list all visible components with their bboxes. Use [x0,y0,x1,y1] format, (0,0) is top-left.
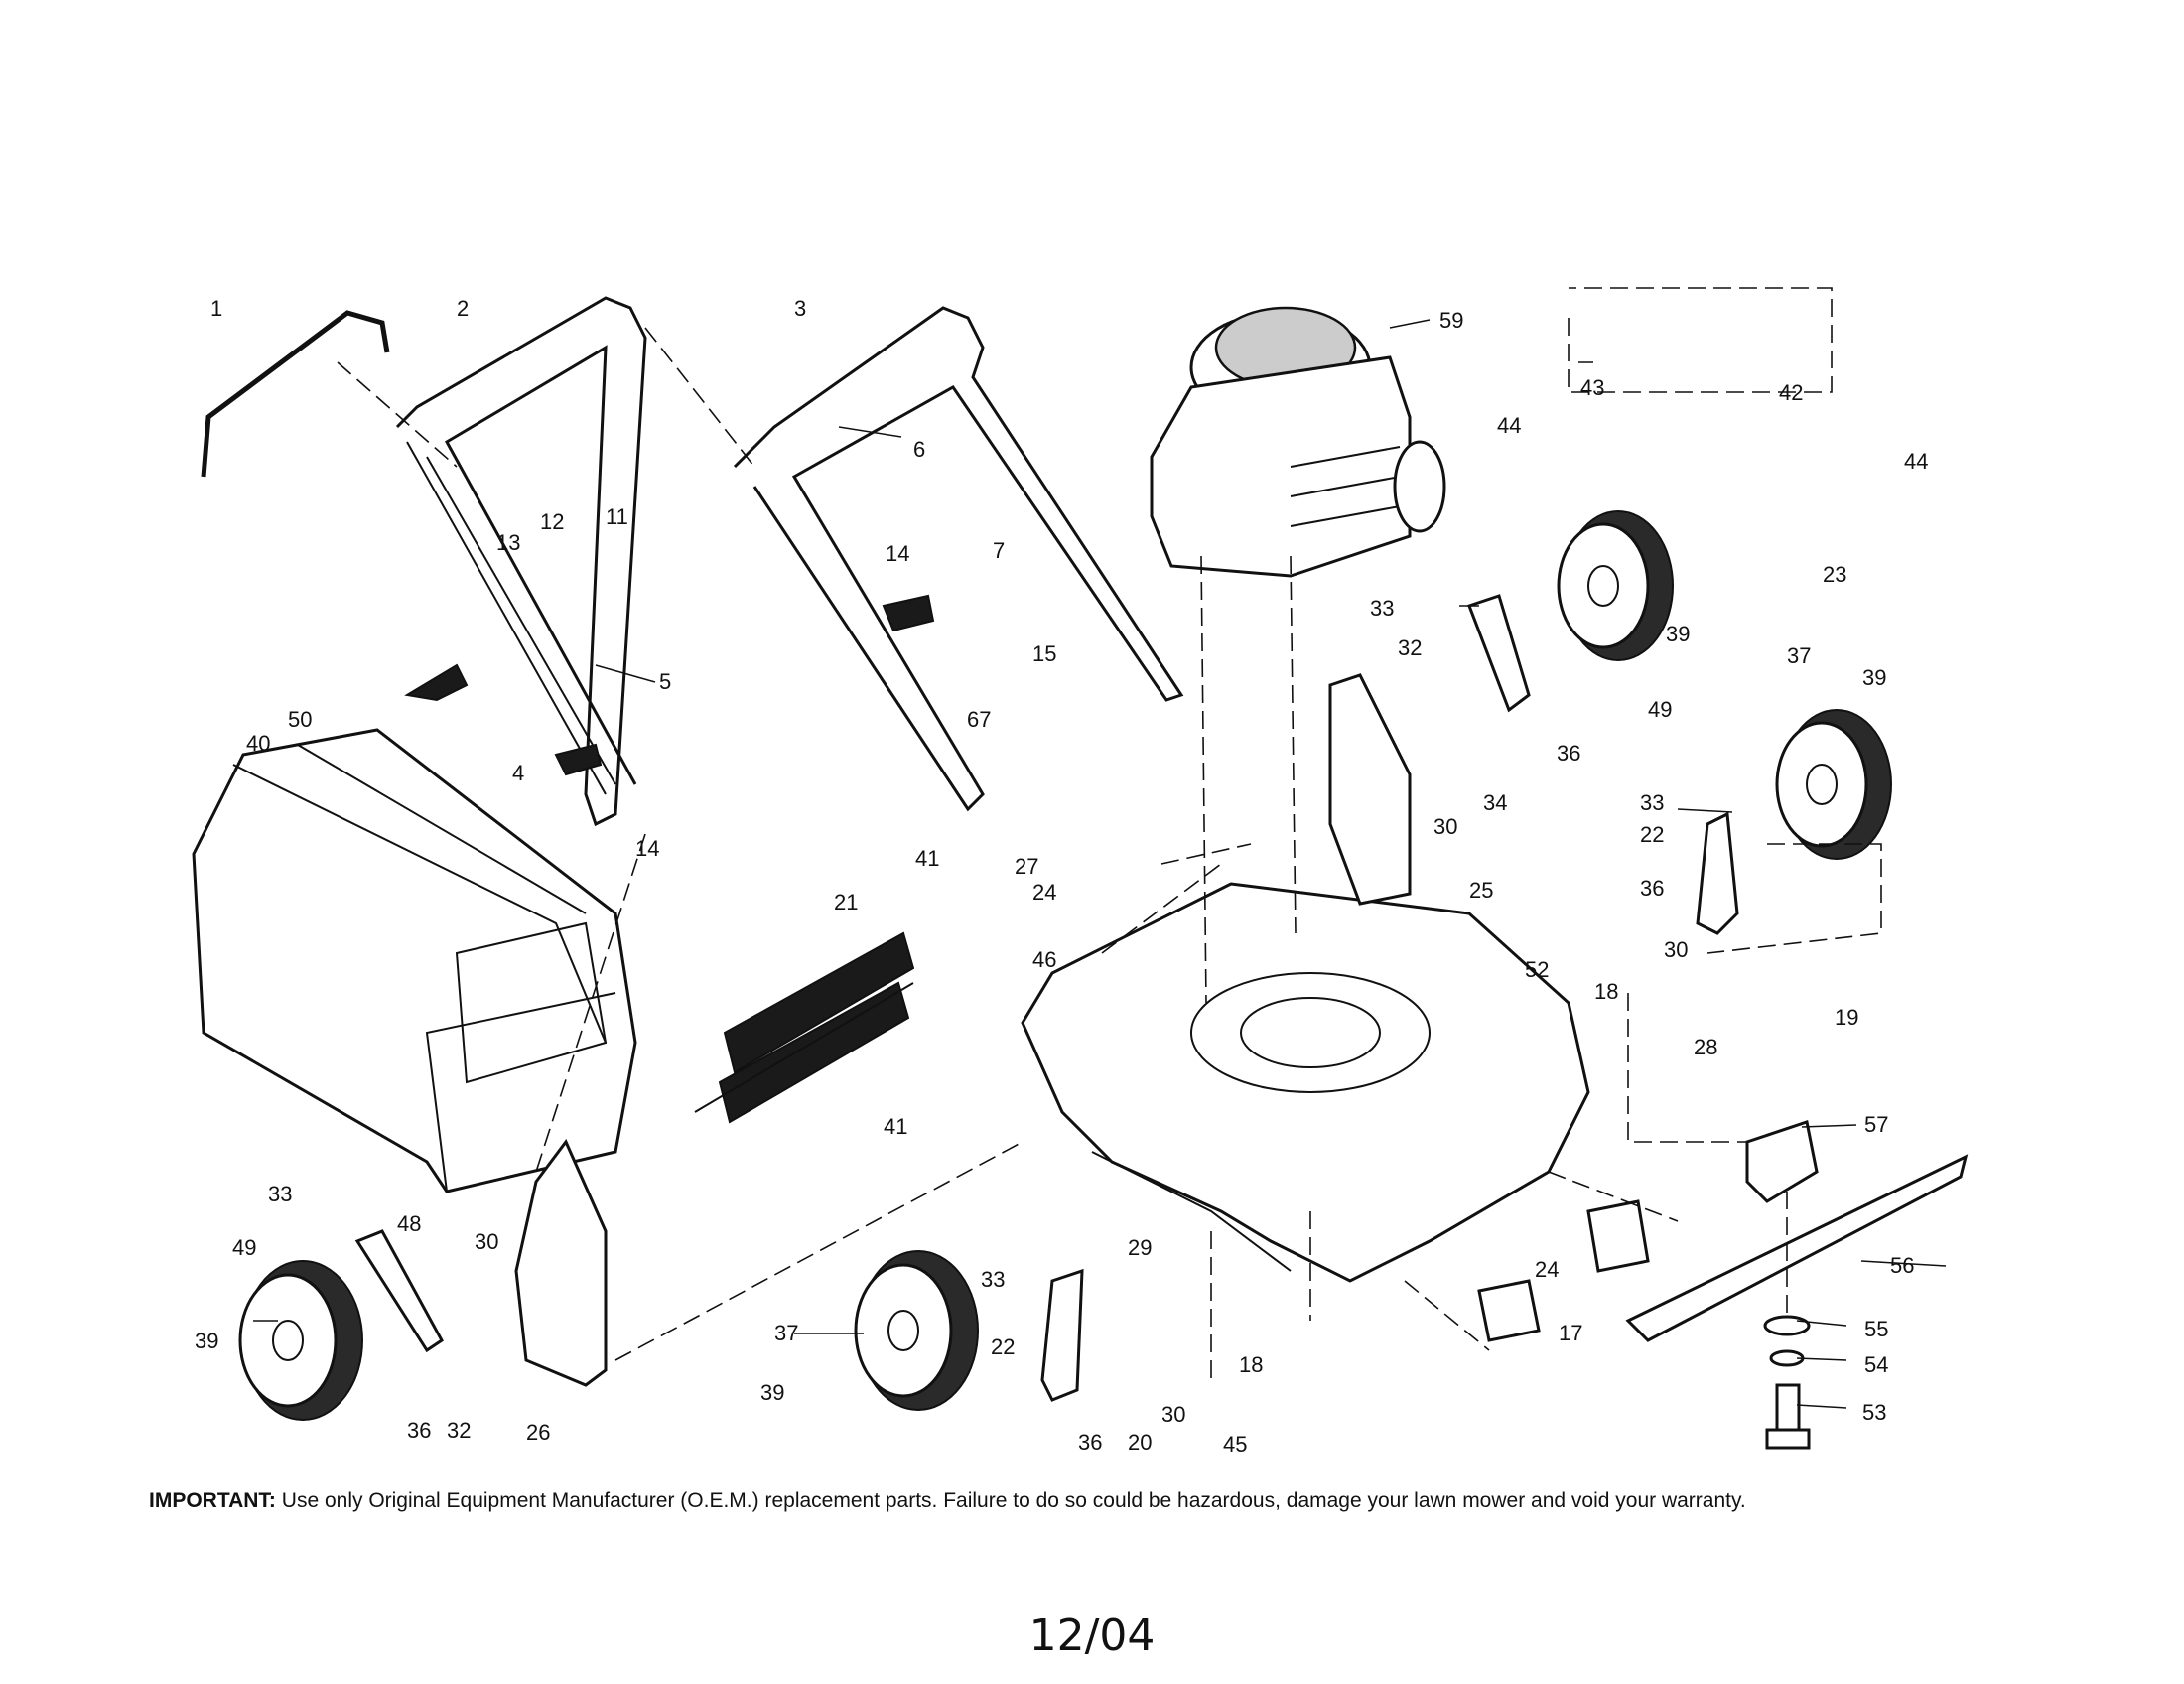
callout-14: 14 [886,541,909,566]
callout-14: 14 [635,836,659,861]
callout-44: 44 [1497,413,1521,438]
callout-2: 2 [457,296,469,321]
assembly-guides [337,287,1882,1380]
callout-36: 36 [1557,741,1580,766]
callout-39: 39 [1862,665,1886,690]
callout-23: 23 [1823,562,1846,587]
notice-heading: IMPORTANT: [149,1489,276,1512]
handle-knob [404,594,935,776]
wheel-front-left [854,1250,979,1411]
callout-36: 36 [1078,1430,1102,1455]
callout-41: 41 [884,1114,907,1139]
callout-40: 40 [246,731,270,756]
date-code: 12/04 [1028,1611,1156,1661]
upper-handle [395,296,647,827]
callout-11: 11 [606,504,628,529]
callout-39: 39 [195,1329,218,1353]
callout-6: 6 [913,437,925,462]
callout-44: 44 [1904,449,1928,474]
callout-4: 4 [512,761,524,785]
callout-19: 19 [1835,1005,1858,1030]
callout-27: 27 [1015,854,1038,879]
callout-36: 36 [407,1418,431,1443]
callout-49: 49 [1648,697,1672,722]
wheel-rear-right [1775,709,1892,860]
callout-36: 36 [1640,876,1664,901]
callout-17: 17 [1559,1321,1582,1345]
blade-adapter [1745,1120,1819,1203]
callout-33: 33 [1370,596,1394,621]
callout-48: 48 [397,1211,421,1236]
callout-45: 45 [1223,1432,1247,1457]
callout-7: 7 [993,538,1005,563]
callout-33: 33 [268,1182,292,1206]
callout-3: 3 [794,296,806,321]
bracket-25 [1328,673,1412,906]
callout-13: 13 [496,530,520,555]
callout-39: 39 [1666,622,1690,646]
callout-30: 30 [1433,814,1457,839]
callout-39: 39 [760,1380,784,1405]
callout-54: 54 [1864,1352,1888,1377]
bail-rod [201,310,390,478]
callout-59: 59 [1439,308,1463,333]
callout-20: 20 [1128,1430,1152,1455]
callout-22: 22 [1640,822,1664,847]
callout-12: 12 [540,509,564,534]
leader-lines [253,319,1947,1409]
callout-33: 33 [1640,790,1664,815]
callout-32: 32 [1398,635,1422,660]
callout-30: 30 [475,1229,498,1254]
baffle-17 [1477,1199,1650,1342]
callout-29: 29 [1128,1235,1152,1260]
callout-18: 18 [1594,979,1618,1004]
callout-25: 25 [1469,878,1493,903]
blade-bolt [1763,1315,1811,1450]
wheel-rear-left [238,1260,363,1421]
callout-37: 37 [774,1321,798,1345]
engine [1150,306,1446,578]
height-adjuster [354,594,1739,1402]
callout-55: 55 [1864,1317,1888,1341]
callout-57: 57 [1864,1112,1888,1137]
callout-18: 18 [1239,1352,1263,1377]
callout-37: 37 [1787,643,1811,668]
callout-22: 22 [991,1334,1015,1359]
callout-15: 15 [1032,641,1056,666]
callout-32: 32 [447,1418,471,1443]
wheel-front-right [1557,510,1674,661]
callout-41: 41 [915,846,939,871]
callout-43: 43 [1580,375,1604,400]
callout-5: 5 [659,669,671,694]
callout-26: 26 [526,1420,550,1445]
callout-67: 67 [967,707,991,732]
grass-bag [192,728,637,1193]
lower-handle [733,306,1184,812]
callout-30: 30 [1161,1402,1185,1427]
callout-24: 24 [1535,1257,1559,1282]
callout-53: 53 [1862,1400,1886,1425]
callout-labels: 1 2 3 59 44 43 42 44 23 13 12 11 6 7 14 … [195,296,1928,1457]
warning-notice: IMPORTANT: Use only Original Equipment M… [149,1489,2035,1513]
callout-46: 46 [1032,947,1056,972]
callout-42: 42 [1779,380,1803,405]
rear-deflector [694,931,915,1124]
blade [1625,1154,1969,1342]
bracket-26 [514,1139,608,1387]
callout-24: 24 [1032,880,1056,905]
callout-33: 33 [981,1267,1005,1292]
callout-28: 28 [1694,1035,1717,1059]
callout-21: 21 [834,890,858,914]
mower-deck [1021,882,1590,1283]
callout-34: 34 [1483,790,1507,815]
callout-49: 49 [232,1235,256,1260]
callout-1: 1 [210,296,222,321]
callout-30: 30 [1664,937,1688,962]
callout-50: 50 [288,707,312,732]
notice-text: Use only Original Equipment Manufacturer… [281,1489,1746,1512]
callout-52: 52 [1525,957,1549,982]
callout-56: 56 [1890,1253,1914,1278]
